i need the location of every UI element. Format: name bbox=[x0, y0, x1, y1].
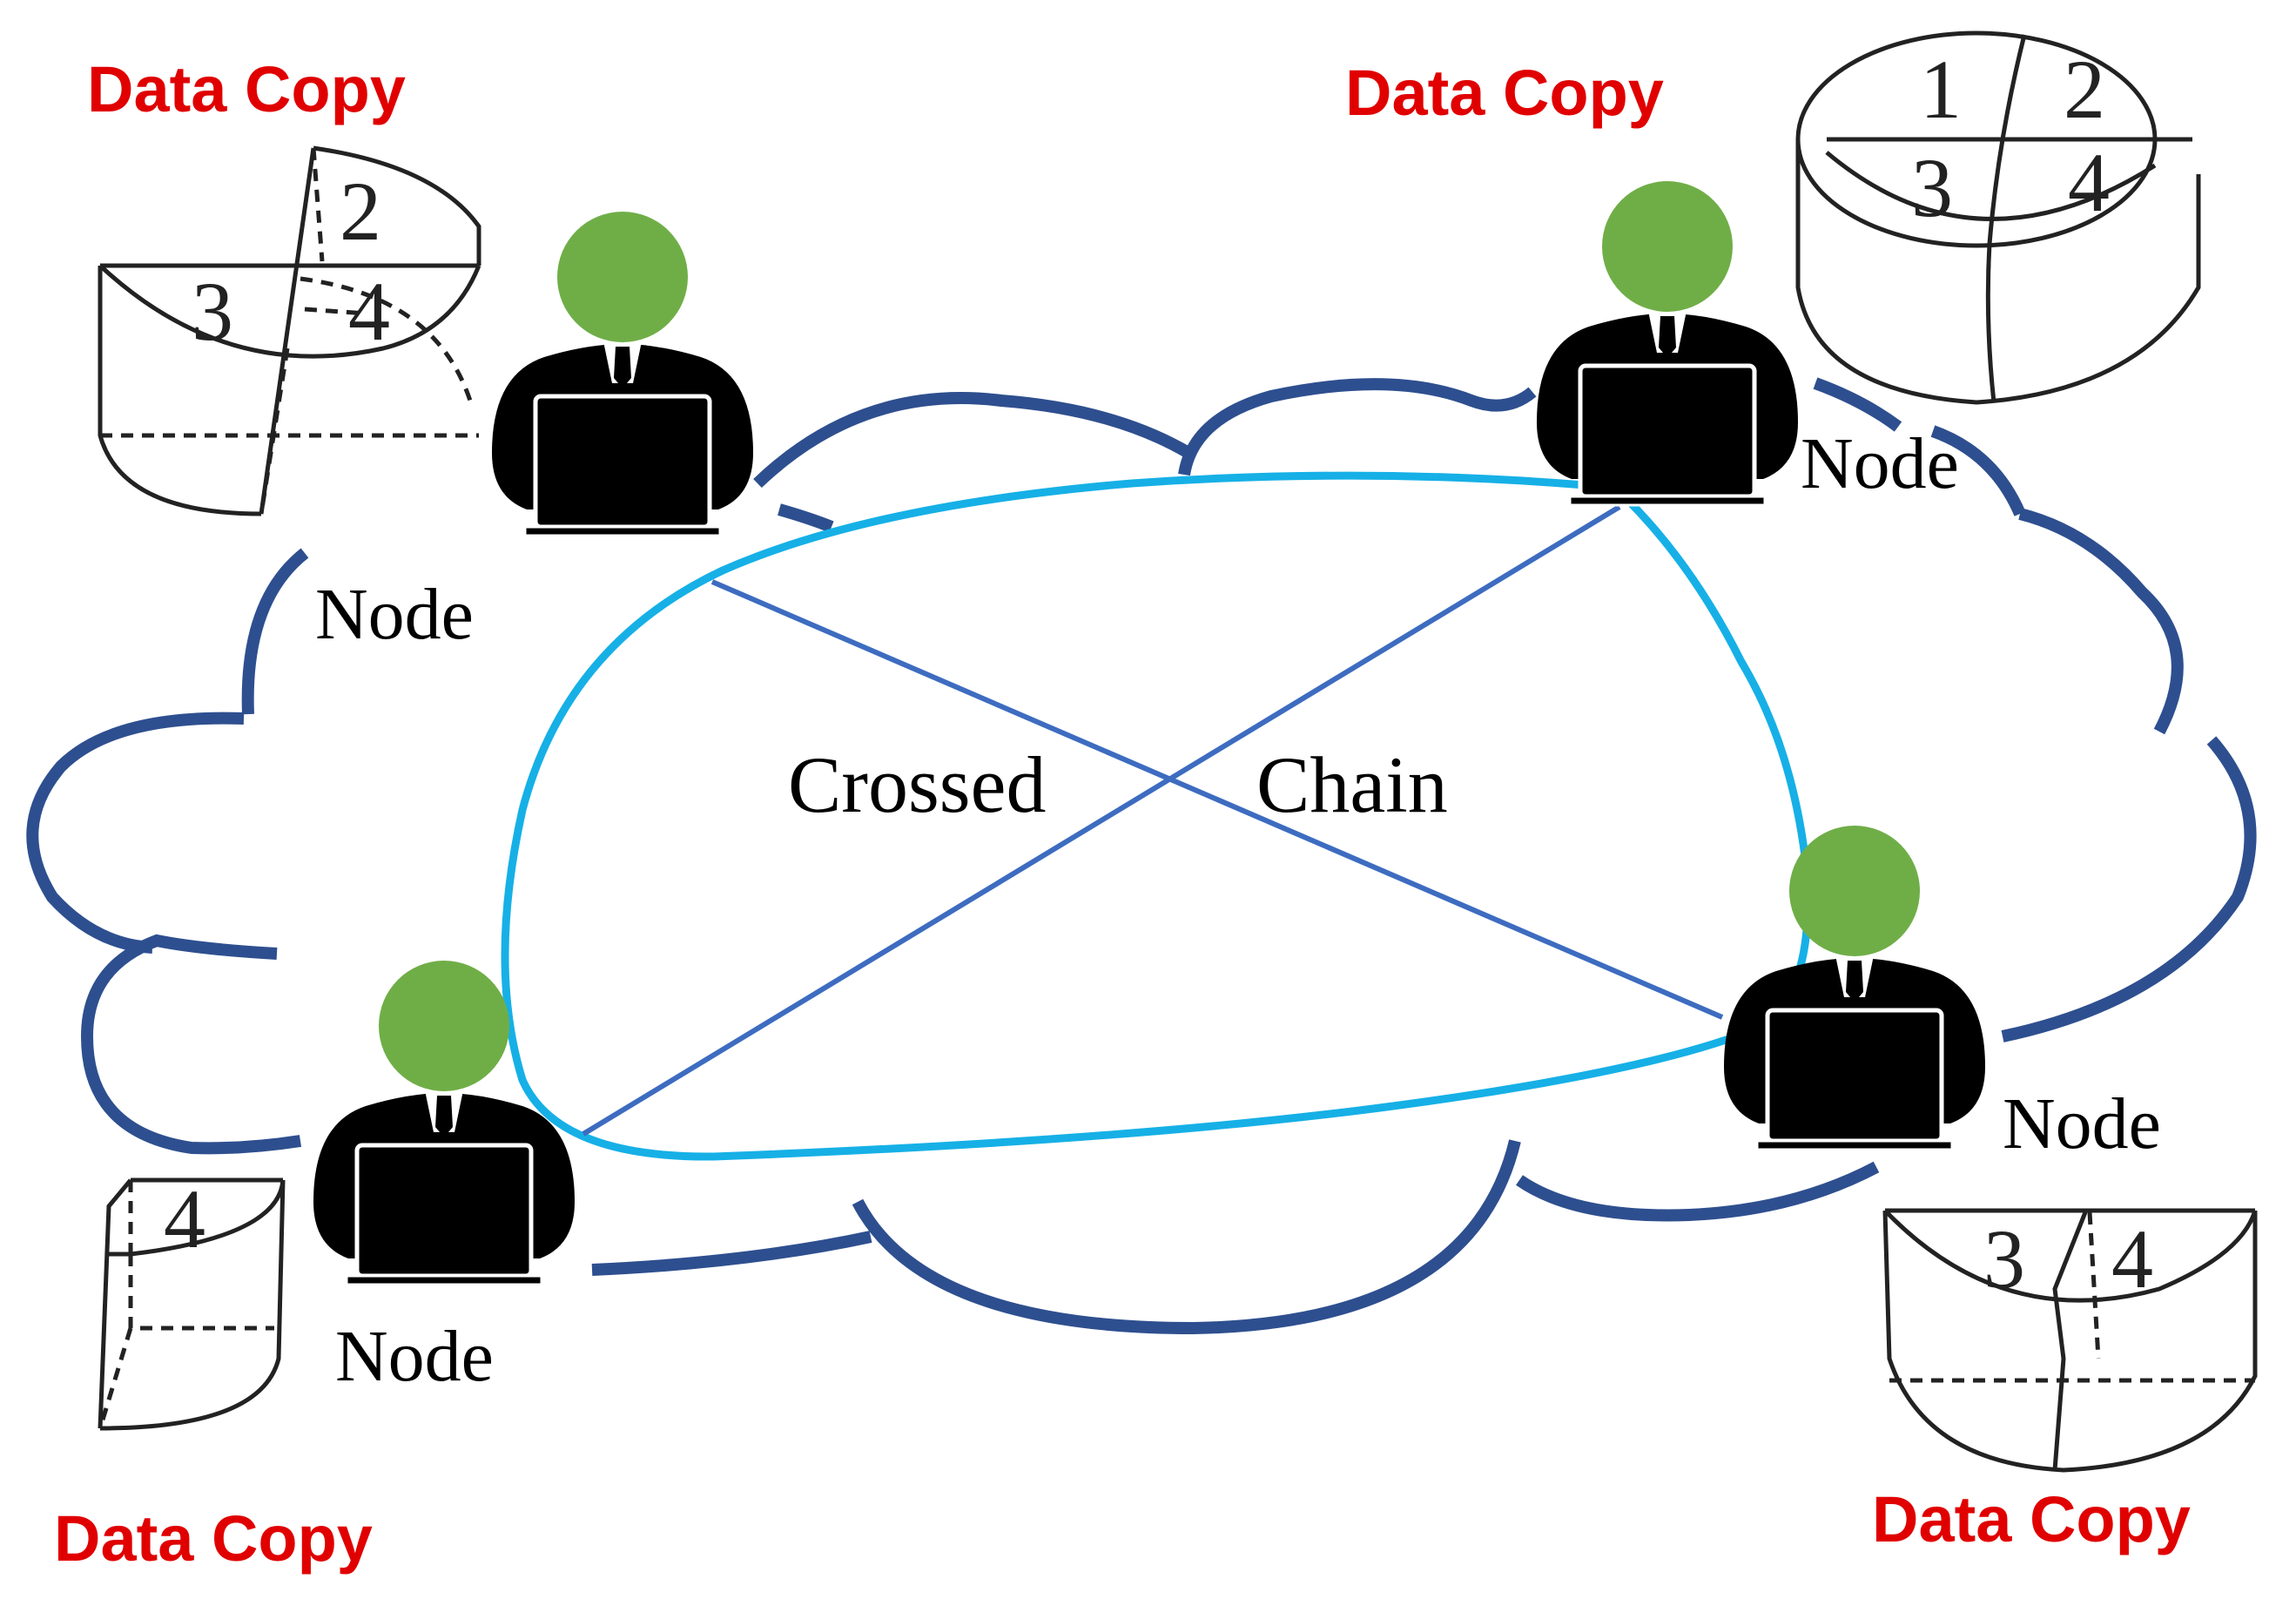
copy-bottom-right: 3 4 Data Copy bbox=[1872, 1208, 2258, 1555]
data-copy-label: Data Copy bbox=[1345, 57, 1664, 129]
node-label: Node bbox=[2003, 1083, 2161, 1164]
segment-label: 1 bbox=[1920, 43, 1962, 136]
node-bottom-left: Node bbox=[313, 961, 575, 1397]
data-copy-label: Data Copy bbox=[1872, 1483, 2191, 1555]
person-laptop-icon bbox=[1724, 826, 1985, 1150]
cylinder-slice-icon bbox=[98, 1177, 286, 1431]
person-laptop-icon bbox=[1537, 181, 1798, 505]
segment-label: 3 bbox=[1911, 141, 1953, 234]
segment-label: 4 bbox=[164, 1172, 205, 1265]
crossed-label: Crossed bbox=[788, 740, 1046, 829]
network-cloud bbox=[26, 377, 2257, 1335]
node-label: Node bbox=[1801, 423, 1959, 504]
node-bottom-right: Node bbox=[1724, 826, 2161, 1164]
segment-label: 2 bbox=[340, 165, 381, 258]
segment-label: 4 bbox=[348, 265, 390, 358]
cross-link-b bbox=[582, 504, 1621, 1137]
person-laptop-icon bbox=[313, 961, 575, 1285]
copy-top-right: 1 2 3 4 Data Copy bbox=[1345, 30, 2201, 405]
data-copy-label: Data Copy bbox=[54, 1502, 373, 1575]
segment-label: 2 bbox=[2064, 43, 2105, 136]
node-top-right: Node bbox=[1537, 181, 1959, 505]
copy-bottom-left: 4 Data Copy bbox=[54, 1172, 373, 1575]
crossed-links bbox=[582, 504, 1724, 1137]
segment-label: 3 bbox=[192, 265, 233, 358]
segment-label: 4 bbox=[2068, 136, 2110, 229]
node-label: Node bbox=[335, 1316, 494, 1397]
data-copy-label: Data Copy bbox=[87, 53, 406, 125]
cross-link-a bbox=[710, 579, 1724, 1020]
cylinder-full-icon bbox=[1795, 30, 2201, 405]
node-label: Node bbox=[315, 574, 474, 655]
node-top-left: Node bbox=[315, 212, 753, 655]
segment-label: 4 bbox=[2111, 1212, 2153, 1306]
person-laptop-icon bbox=[492, 212, 753, 536]
copy-top-left: 2 3 4 Data Copy bbox=[87, 53, 481, 516]
chain-label: Chain bbox=[1256, 740, 1448, 829]
segment-label: 3 bbox=[1983, 1212, 2025, 1306]
cylinder-fragment-icon bbox=[98, 145, 481, 516]
chain-ring bbox=[501, 471, 1812, 1161]
cylinder-half-icon bbox=[1882, 1208, 2258, 1473]
